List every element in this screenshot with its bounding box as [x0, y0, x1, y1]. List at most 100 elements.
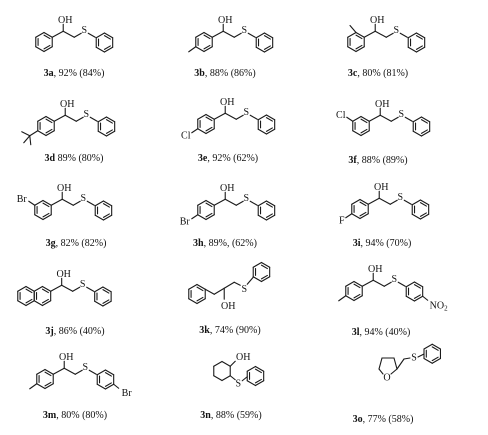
- hydroxyl-label: OH: [58, 15, 72, 26]
- yield-value: 80% (81%): [362, 68, 408, 79]
- chloro-label: Cl: [336, 110, 346, 121]
- sulfur-label: S: [80, 279, 86, 290]
- structure-3g: Br OH S: [17, 183, 113, 221]
- yield-value: 86% (40%): [59, 326, 105, 337]
- yield-value: 92% (62%): [212, 153, 258, 164]
- hydroxyl-label: OH: [57, 183, 71, 194]
- hydroxyl-label: OH: [220, 183, 234, 194]
- structure-3o: OS: [378, 343, 442, 384]
- yield-value: 74% (90%): [215, 325, 261, 336]
- structure-3n: OHS: [213, 352, 265, 389]
- compound-caption-3m: 3m, 80% (80%): [43, 410, 107, 421]
- structure-3d: OHS: [21, 99, 116, 146]
- caption-separator: ,: [357, 155, 362, 166]
- hydroxyl-label: OH: [220, 97, 234, 108]
- caption-separator: ,: [360, 238, 365, 249]
- caption-separator: ,: [204, 238, 209, 249]
- compound-id: 3k: [199, 325, 210, 336]
- compound-id: 3h: [193, 238, 204, 249]
- yield-value: 92% (84%): [59, 68, 105, 79]
- fluoro-label: F: [339, 215, 345, 226]
- compound-id: 3c: [348, 68, 358, 79]
- sulfur-label: S: [243, 193, 249, 204]
- compound-caption-3d: 3d 89% (80%): [45, 153, 104, 164]
- compound-id: 3a: [44, 68, 54, 79]
- yield-value: 94% (70%): [365, 238, 411, 249]
- compound-id: 3o: [353, 414, 363, 425]
- captions-layer: 3a, 92% (84%)3b, 88% (86%)3c, 80% (81%)3…: [43, 68, 414, 425]
- hydroxyl-label: OH: [56, 269, 70, 280]
- caption-separator: ,: [54, 326, 59, 337]
- bromo-label: Br: [17, 194, 28, 205]
- sulfur-label: S: [80, 193, 86, 204]
- caption-separator: ,: [56, 238, 61, 249]
- sulfur-label: S: [83, 109, 89, 120]
- caption-separator: ,: [205, 68, 210, 79]
- yield-value: 88% (59%): [216, 410, 262, 421]
- compound-caption-3o: 3o, 77% (58%): [353, 414, 414, 425]
- oxygen-label: O: [383, 373, 390, 384]
- structure-3c: OH S: [347, 15, 426, 53]
- compound-id: 3g: [46, 238, 56, 249]
- yield-value: 89% (80%): [58, 153, 104, 164]
- sulfur-label: S: [398, 109, 404, 120]
- sulfur-label: S: [241, 25, 247, 36]
- compound-id: 3n: [200, 410, 211, 421]
- hydroxyl-label: OH: [374, 182, 388, 193]
- compound-caption-3i: 3i, 94% (70%): [353, 238, 412, 249]
- yield-value: 88% (86%): [210, 68, 256, 79]
- caption-separator: ,: [210, 325, 215, 336]
- hydroxyl-label: OH: [236, 352, 250, 363]
- compound-caption-3h: 3h, 89%, (62%): [193, 238, 257, 249]
- structure-3j: OH S: [17, 269, 112, 307]
- compound-caption-3g: 3g, 82% (82%): [46, 238, 107, 249]
- sulfur-label: S: [391, 274, 397, 285]
- yield-value: 88% (89%): [362, 155, 408, 166]
- sulfur-label: S: [411, 353, 417, 364]
- sulfur-label: S: [241, 284, 247, 295]
- compound-id: 3i: [353, 238, 361, 249]
- compound-caption-3j: 3j, 86% (40%): [45, 326, 104, 337]
- compound-caption-3e: 3e, 92% (62%): [198, 153, 258, 164]
- nitro-subscript: 2: [444, 304, 448, 312]
- compound-caption-3c: 3c, 80% (81%): [348, 68, 408, 79]
- structure-3k: OHS: [188, 261, 271, 312]
- structure-3i: F OH S: [339, 182, 430, 226]
- compound-caption-3k: 3k, 74% (90%): [199, 325, 260, 336]
- compound-id: 3j: [45, 326, 53, 337]
- structure-3a: OH S: [35, 15, 114, 53]
- hydroxyl-label: OH: [370, 15, 384, 26]
- compound-id: 3d: [45, 153, 56, 164]
- bromo-label: Br: [122, 388, 133, 399]
- caption-separator: ,: [207, 153, 212, 164]
- sulfur-label: S: [397, 192, 403, 203]
- compound-caption-3b: 3b, 88% (86%): [194, 68, 255, 79]
- yield-value: 77% (58%): [368, 414, 414, 425]
- hydroxyl-label: OH: [218, 15, 232, 26]
- hydroxyl-label: OH: [368, 264, 382, 275]
- chloro-label: Cl: [181, 130, 191, 141]
- compound-caption-3l: 3l, 94% (40%): [352, 327, 411, 338]
- caption-separator: ,: [54, 68, 59, 79]
- compound-id: 3l: [352, 327, 360, 338]
- compound-caption-3f: 3f, 88% (89%): [348, 155, 407, 166]
- compound-id: 3m: [43, 410, 57, 421]
- sulfur-label: S: [243, 107, 249, 118]
- compound-id: 3e: [198, 153, 208, 164]
- compound-id: 3b: [194, 68, 205, 79]
- yield-value: 80% (80%): [61, 410, 107, 421]
- sulfur-label: S: [81, 25, 87, 36]
- sulfur-label: S: [82, 362, 88, 373]
- compound-caption-3n: 3n, 88% (59%): [200, 410, 261, 421]
- yield-value: 94% (40%): [364, 327, 410, 338]
- yield-value: 89%, (62%): [209, 238, 257, 249]
- caption-separator: ,: [211, 410, 216, 421]
- bromo-label: Br: [180, 216, 191, 227]
- compound-id: 3f: [348, 155, 357, 166]
- structure-3e: Cl OH S: [181, 97, 276, 141]
- sulfur-label: S: [393, 25, 399, 36]
